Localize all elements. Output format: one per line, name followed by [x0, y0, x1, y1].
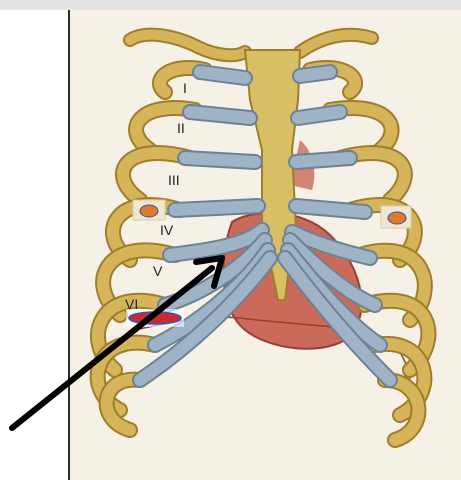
left-cartilage-2	[190, 112, 250, 118]
rib-label-2: II	[177, 120, 185, 136]
right-cartilage-2	[298, 112, 340, 118]
right-cartilage-4	[296, 206, 365, 212]
left-fourth-intercostal-dot	[140, 205, 158, 217]
rib-label-5: V	[153, 263, 162, 279]
right-cartilage-1	[300, 72, 330, 76]
left-cartilage-3	[185, 158, 255, 162]
left-cartilage-1	[200, 72, 245, 78]
right-fourth-intercostal-dot	[388, 212, 406, 224]
rib-label-3: III	[168, 172, 180, 188]
left-cartilage-4	[175, 206, 258, 210]
rib-label-4: IV	[160, 222, 173, 238]
right-cartilage-3	[296, 158, 350, 162]
left-clavicle-fill	[130, 35, 245, 56]
rib-label-6: VI	[125, 296, 138, 312]
rib-label-1: I	[183, 80, 187, 96]
